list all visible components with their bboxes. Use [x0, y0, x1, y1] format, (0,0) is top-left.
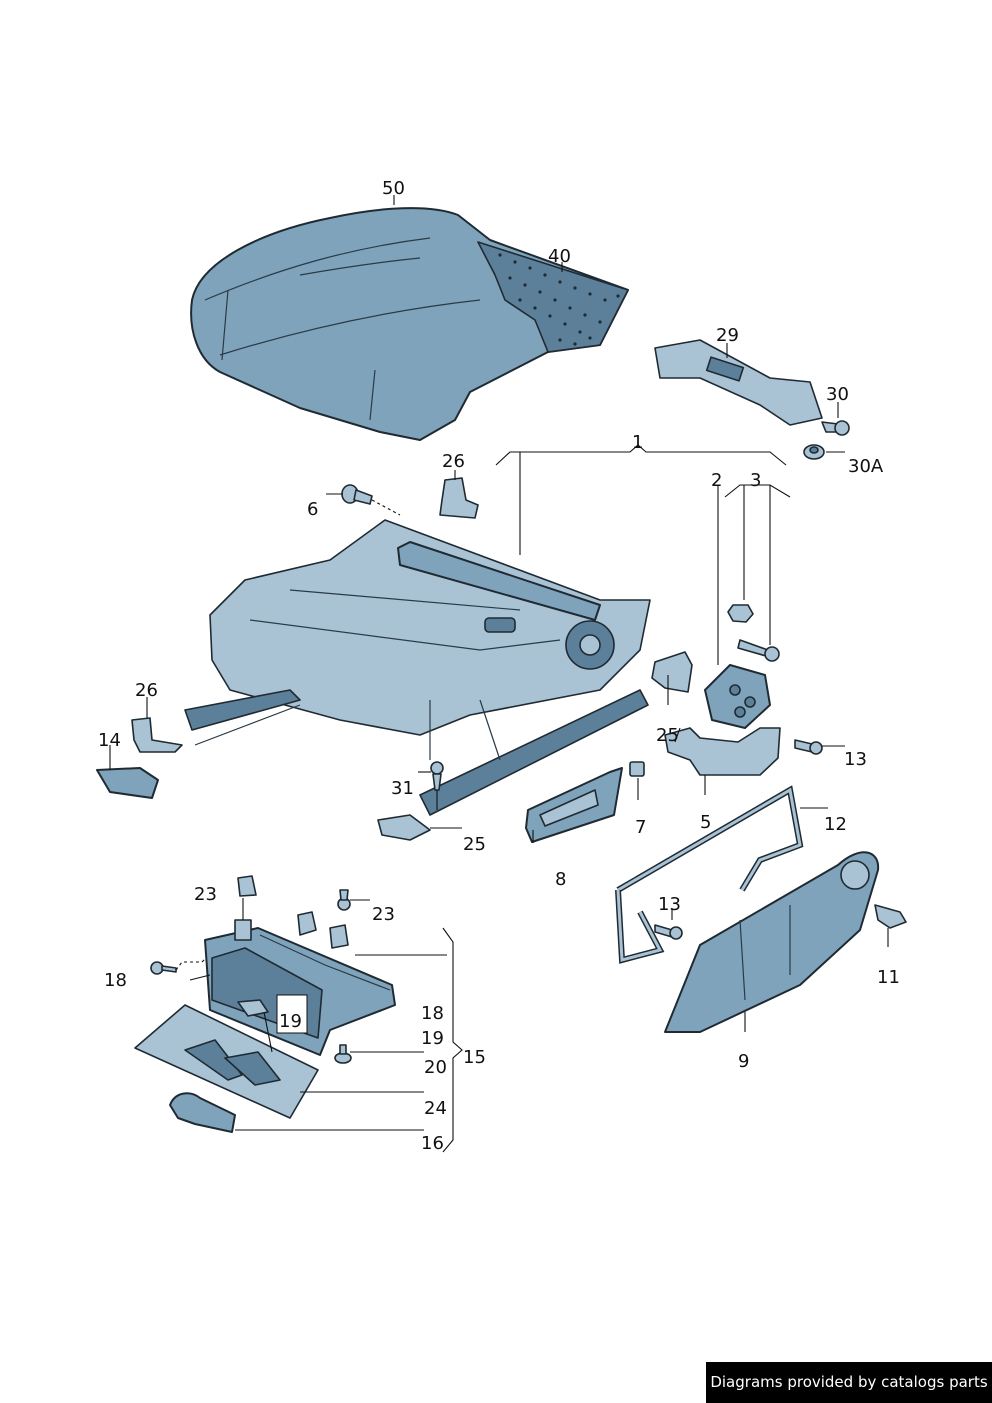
label-30a: 30A — [848, 456, 884, 477]
screw-part-3 — [737, 639, 780, 662]
label-40: 40 — [548, 246, 571, 267]
screw-part-20 — [334, 1044, 352, 1064]
label-26-top: 26 — [442, 451, 465, 472]
label-7: 7 — [635, 817, 646, 838]
clip-part-25-lower — [377, 814, 431, 841]
clip-part-25-right — [651, 651, 693, 693]
label-30: 30 — [826, 384, 849, 405]
clip-part-23-left — [237, 875, 257, 897]
label-25-lower: 25 — [463, 834, 486, 855]
label-23-left: 23 — [194, 884, 217, 905]
screw-part-31 — [430, 761, 444, 791]
label-23-right: 23 — [372, 904, 395, 925]
label-19-box: 19 — [279, 1011, 302, 1032]
lid-part-24 — [134, 1004, 319, 1119]
label-11: 11 — [877, 967, 900, 988]
cover-part-14 — [96, 767, 159, 799]
label-25-right: 25 — [656, 725, 679, 746]
clip-part-26-top — [439, 477, 479, 519]
clip-part-26-left — [131, 717, 183, 753]
label-14: 14 — [98, 730, 121, 751]
credit-banner: Diagrams provided by catalogs parts — [706, 1362, 992, 1403]
label-3: 3 — [750, 470, 761, 491]
label-1: 1 — [632, 432, 643, 453]
label-12: 12 — [824, 814, 847, 835]
label-26-left: 26 — [135, 680, 158, 701]
label-5: 5 — [700, 812, 711, 833]
label-24: 24 — [424, 1098, 447, 1119]
label-13-lower: 13 — [658, 894, 681, 915]
bracket-part-29 — [654, 339, 823, 426]
clip-part-7 — [629, 761, 645, 777]
clip-part-11 — [874, 904, 907, 929]
storage-tray-part-15 — [204, 911, 396, 1056]
handle-part-16 — [169, 1092, 236, 1133]
label-16: 16 — [421, 1133, 444, 1154]
label-19-right: 19 — [421, 1028, 444, 1049]
screw-part-18 — [150, 961, 177, 975]
label-29: 29 — [716, 325, 739, 346]
part-number-labels: 50 40 29 30 30A 1 26 6 2 3 26 14 25 13 3… — [98, 178, 900, 1154]
nut-part-3 — [727, 604, 754, 623]
screw-part-23-right — [337, 889, 351, 911]
screw-part-13-upper — [794, 739, 823, 755]
seat-cover-perforated-part-40 — [477, 241, 629, 353]
nut-part-30a — [803, 444, 825, 460]
label-31: 31 — [391, 778, 414, 799]
side-panel-part-9 — [664, 851, 880, 1033]
wire-frame-part-12 — [615, 785, 804, 964]
bracket-plate-part-5 — [664, 727, 781, 776]
label-50: 50 — [382, 178, 405, 199]
label-6: 6 — [307, 499, 318, 520]
label-18-right: 18 — [421, 1003, 444, 1024]
label-15: 15 — [463, 1047, 486, 1068]
screw-part-30 — [821, 420, 850, 436]
label-13-upper: 13 — [844, 749, 867, 770]
leader-lines — [109, 195, 889, 1153]
label-9: 9 — [738, 1051, 749, 1072]
label-18-left: 18 — [104, 970, 127, 991]
seat-frame-part-1 — [184, 519, 651, 816]
bolt-part-6 — [341, 484, 373, 505]
screw-part-13-lower — [654, 924, 683, 940]
trim-part-8 — [525, 767, 623, 843]
label-2: 2 — [711, 470, 722, 491]
label-20: 20 — [424, 1057, 447, 1078]
label-8: 8 — [555, 869, 566, 890]
adjuster-part-2 — [704, 664, 771, 729]
label-box-19 — [276, 994, 308, 1034]
